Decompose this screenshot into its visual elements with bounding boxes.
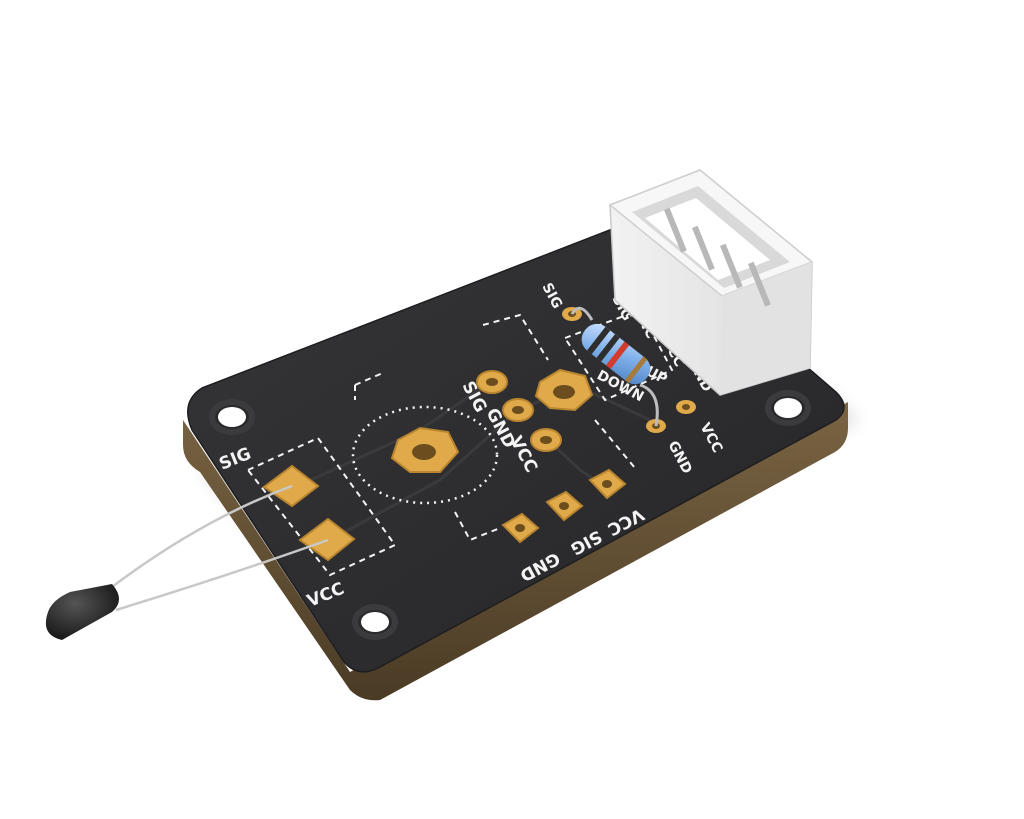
hex-pad-center bbox=[390, 426, 460, 473]
resistor bbox=[570, 306, 659, 427]
mounting-holes bbox=[209, 390, 811, 640]
thermistor-bead bbox=[45, 584, 119, 640]
header-pads bbox=[501, 468, 627, 544]
hex-pad-large bbox=[534, 368, 594, 412]
jst-connector bbox=[608, 169, 814, 396]
round-pads bbox=[476, 307, 696, 452]
probe-wires bbox=[107, 484, 329, 612]
sensor-circle-outline bbox=[351, 405, 499, 505]
